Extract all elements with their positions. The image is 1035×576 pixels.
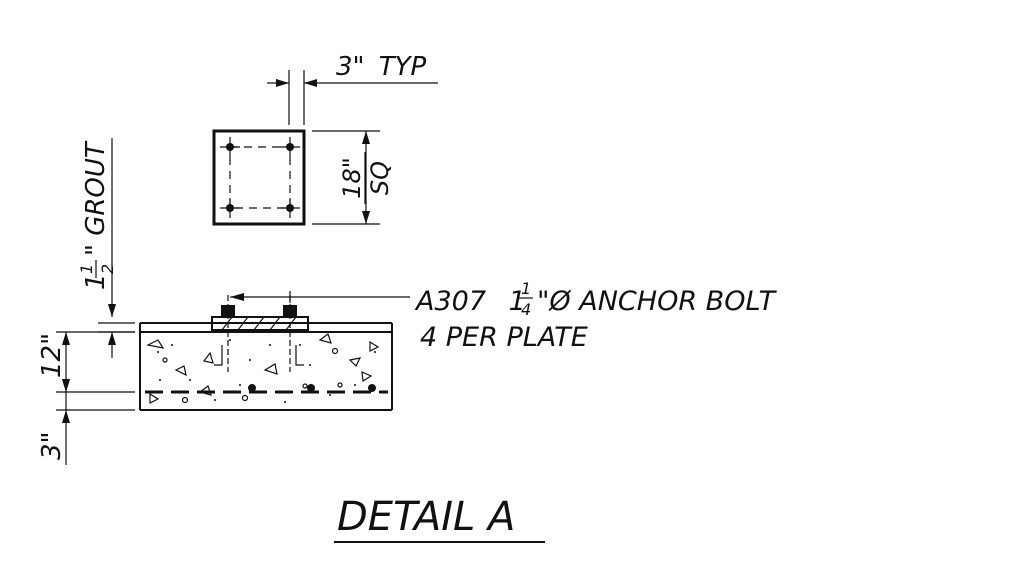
base-plate-outline: [212, 129, 306, 226]
anchor-bolt-holes: [220, 137, 300, 218]
anchor-bolt-right: [283, 295, 304, 372]
grout-label: " GROUT: [81, 140, 111, 256]
concrete-dots: [157, 339, 376, 403]
bolt-diameter-whole: 1: [509, 286, 526, 317]
bolt-pattern-dashed: [229, 146, 291, 209]
grout-num: 1: [77, 264, 96, 274]
plate-size-label: 18": [338, 157, 366, 199]
plate-size-suffix: SQ: [366, 161, 394, 195]
plate-size-dimension: 18" SQ: [312, 130, 394, 225]
anchor-bolt-quantity: 4 PER PLATE: [420, 322, 588, 353]
cover-label: 3": [37, 431, 67, 460]
section-view: A307 1 1 4 "Ø ANCHOR BOLT 4 PER PLATE 1 …: [37, 138, 778, 465]
grout-den: 2: [98, 264, 117, 274]
anchor-bolt-spec: A307: [414, 286, 486, 317]
typ-dimension-suffix: TYP: [379, 52, 427, 82]
bolt-diameter-num: 1: [521, 279, 531, 298]
cover-dimension: 3": [37, 379, 135, 465]
concrete-hatch: [146, 333, 380, 404]
detail-title-text: DETAIL A: [337, 494, 515, 540]
grout-whole: 1: [81, 273, 111, 290]
slab-thickness-label: 12": [37, 333, 67, 378]
anchor-bolt-left: [214, 295, 235, 372]
bolt-diameter-den: 4: [521, 300, 531, 319]
anchor-bolt-description: "Ø ANCHOR BOLT: [537, 286, 778, 317]
typ-edge-dimension: 3" TYP: [267, 52, 438, 125]
anchor-bolt-leader: [230, 291, 410, 303]
plan-view: 3" TYP 18" SQ: [212, 52, 438, 226]
base-plate-section: [211, 316, 309, 331]
slab-thickness-dimension: 12": [37, 331, 135, 393]
grout-dimension: 1 1 2 " GROUT: [77, 138, 135, 358]
typ-dimension-value: 3": [336, 52, 365, 82]
svg-text:A307 1: A307 1: [414, 286, 526, 317]
svg-text:3" TYP: 3" TYP: [336, 52, 427, 82]
detail-title: DETAIL A: [334, 494, 545, 543]
rebar-bars: [248, 384, 376, 392]
